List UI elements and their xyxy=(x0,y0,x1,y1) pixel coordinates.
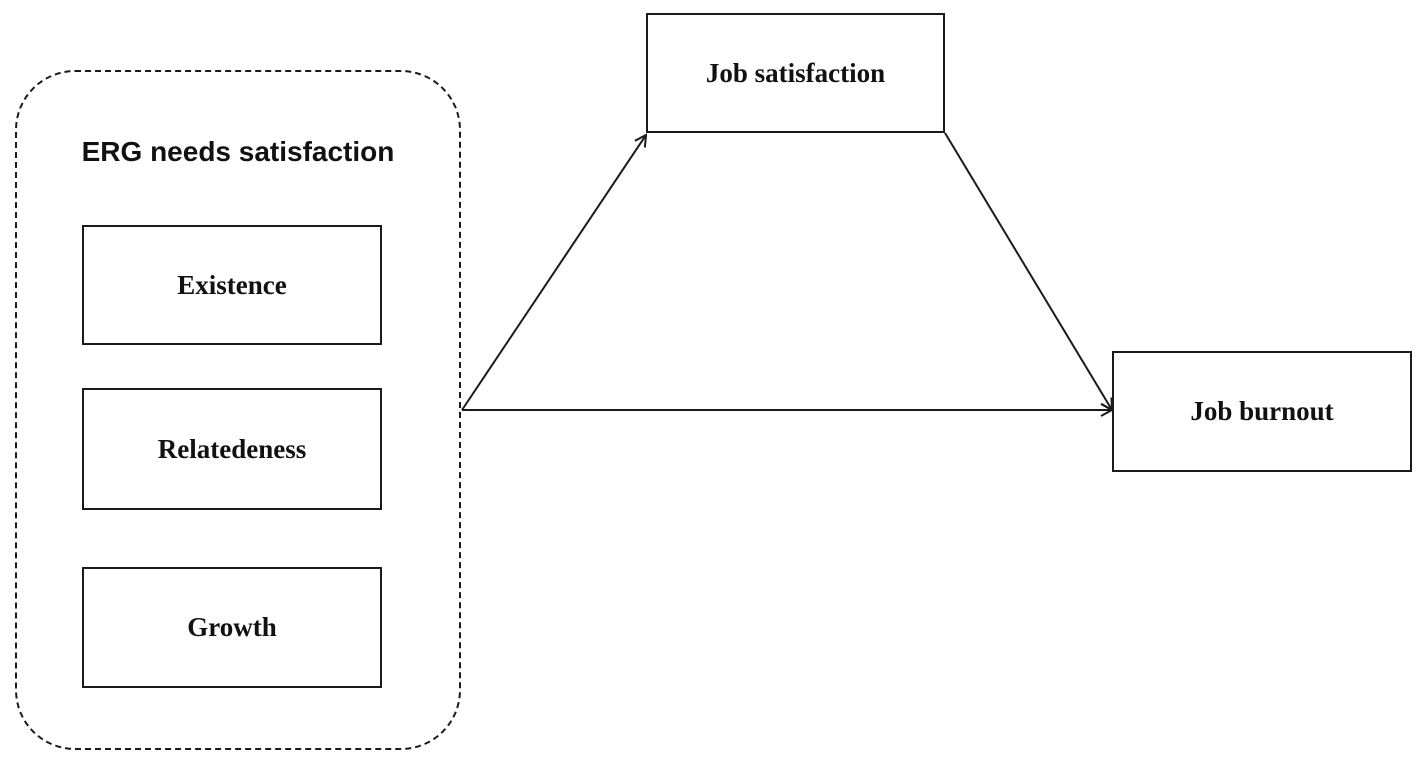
job-satisfaction-label: Job satisfaction xyxy=(705,57,886,88)
erg-group-title: ERG needs satisfaction xyxy=(81,136,395,167)
job-satisfaction-box: Job satisfaction xyxy=(646,13,945,133)
job-burnout-label: Job burnout xyxy=(1190,396,1334,426)
relatedness-box: Relatedeness xyxy=(82,388,382,510)
erg-needs-group xyxy=(15,70,461,750)
existence-label: Existence xyxy=(177,269,287,300)
growth-label: Growth xyxy=(187,612,277,642)
relatedness-label: Relatedeness xyxy=(157,433,307,464)
arrow-job-satisfaction-to-burnout xyxy=(944,132,1112,410)
growth-box: Growth xyxy=(82,567,382,688)
existence-box: Existence xyxy=(82,225,382,345)
arrow-erg-to-job-satisfaction xyxy=(461,135,646,411)
